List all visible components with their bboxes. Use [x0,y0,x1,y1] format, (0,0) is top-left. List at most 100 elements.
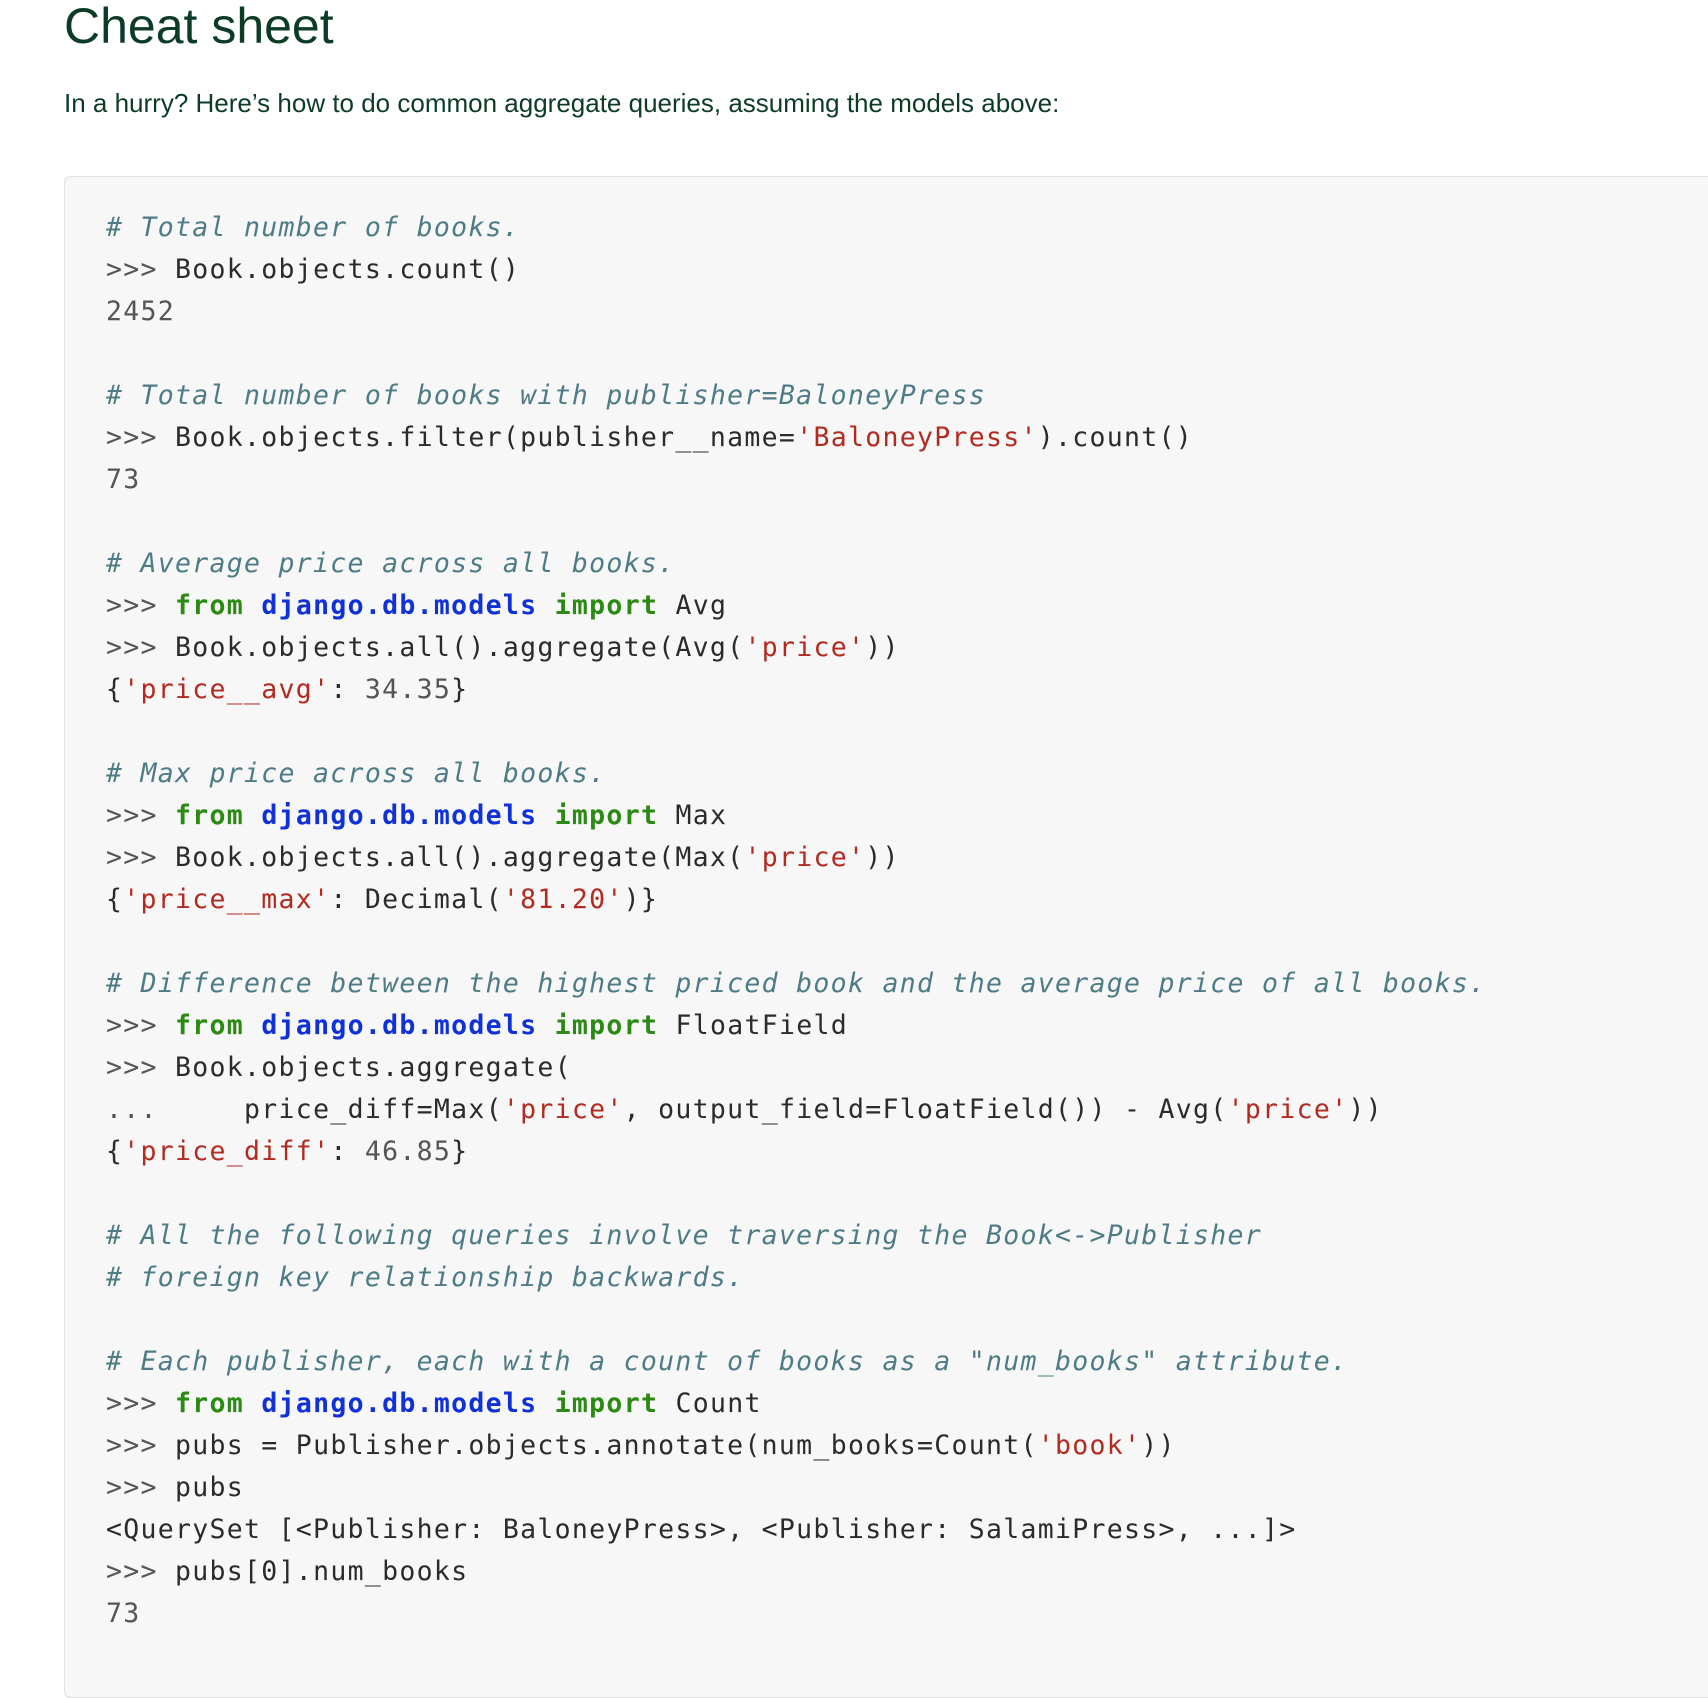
code-text [537,1388,554,1419]
code-comment: # Difference between the highest priced … [106,968,1487,999]
code-line: >>> from django.db.models import Max [106,795,1486,837]
code-string: 'price_diff' [123,1136,331,1167]
code-text [244,800,261,831]
code-keyword: import [554,1388,659,1419]
code-prompt: >>> [106,254,176,285]
code-comment: # Total number of books. [106,212,521,243]
code-string: 'book' [1037,1430,1142,1461]
code-comment: # All the following queries involve trav… [106,1220,1263,1251]
code-prompt: >>> [106,800,176,831]
code-text: Book.objects.filter(publisher__name= [175,422,797,453]
code-string: 'price' [744,632,866,663]
code-keyword: import [554,590,659,621]
code-text: )) [865,632,900,663]
code-keyword: from [175,1010,245,1041]
code-string: 'price' [1227,1094,1349,1125]
code-line: {'price_diff': 46.85} [106,1131,1486,1173]
code-line: >>> Book.objects.aggregate( [106,1047,1486,1089]
code-line: {'price__avg': 34.35} [106,669,1486,711]
code-line: >>> pubs = Publisher.objects.annotate(nu… [106,1425,1486,1467]
code-text: : [330,674,365,705]
code-line [106,333,1486,375]
code-line: # Average price across all books. [106,543,1486,585]
code-prompt: >>> [106,1472,176,1503]
code-text: pubs[0].num_books [175,1556,469,1587]
code-prompt: >>> [106,632,176,663]
code-text: } [451,1136,469,1167]
code-line: ... price_diff=Max('price', output_field… [106,1089,1486,1131]
code-line: >>> Book.objects.filter(publisher__name=… [106,417,1486,459]
code-line: >>> from django.db.models import Count [106,1383,1486,1425]
code-line: # Total number of books. [106,207,1486,249]
code-text: )) [865,842,900,873]
code-keyword: from [175,1388,245,1419]
code-text [244,590,261,621]
code-module: django.db.models [261,1010,538,1041]
code-text: )} [623,884,659,915]
code-string: 'price' [502,1094,624,1125]
code-text [537,1010,554,1041]
code-block [64,176,1708,1698]
code-text: Max [658,800,728,831]
code-text: Avg [658,590,728,621]
code-line [106,921,1486,963]
code-line: <QuerySet [<Publisher: BaloneyPress>, <P… [106,1509,1486,1551]
code-text [537,800,554,831]
code-line: # foreign key relationship backwards. [106,1257,1486,1299]
code-text: )) [1348,1094,1383,1125]
code-line: >>> pubs [106,1467,1486,1509]
code-line [106,501,1486,543]
code-comment: # Each publisher, each with a count of b… [106,1346,1349,1377]
code-line: # All the following queries involve trav… [106,1215,1486,1257]
code-module: django.db.models [261,590,538,621]
code-number: 73 [106,464,141,495]
page-title: Cheat sheet [64,0,334,54]
code-text: price_diff=Max( [244,1094,503,1125]
intro-paragraph: In a hurry? Here’s how to do common aggr… [64,88,1060,118]
code-prompt: >>> [106,1430,176,1461]
code-text [537,590,554,621]
code-prompt: >>> [106,842,176,873]
code-text: { [106,884,124,915]
code-line: 2452 [106,291,1486,333]
code-text: FloatField [658,1010,849,1041]
code-keyword: from [175,590,245,621]
code-comment: # Total number of books with publisher=B… [106,380,986,411]
code-comment: # Max price across all books. [106,758,607,789]
code-comment: # Average price across all books. [106,548,676,579]
code-number: 34.35 [364,674,452,705]
code-line: # Max price across all books. [106,753,1486,795]
code-text: )) [1141,1430,1176,1461]
code-prompt: >>> [106,590,176,621]
code-text: { [106,1136,124,1167]
code-prompt: >>> [106,1010,176,1041]
code-text: : [330,1136,365,1167]
code-text: Book.objects.all().aggregate(Max( [175,842,745,873]
code-string: 'BaloneyPress' [796,422,1038,453]
code-module: django.db.models [261,1388,538,1419]
code-keyword: from [175,800,245,831]
code-text: pubs = Publisher.objects.annotate(num_bo… [175,1430,1038,1461]
code-text: pubs [175,1472,245,1503]
code-text: Book.objects.count() [175,254,521,285]
code-line: >>> pubs[0].num_books [106,1551,1486,1593]
code-number: 73 [106,1598,141,1629]
code-line [106,711,1486,753]
code-text: Book.objects.all().aggregate(Avg( [175,632,745,663]
code-keyword: import [554,800,659,831]
code-line: # Each publisher, each with a count of b… [106,1341,1486,1383]
code-line: # Total number of books with publisher=B… [106,375,1486,417]
code-comment: # foreign key relationship backwards. [106,1262,745,1293]
code-text: Count [658,1388,762,1419]
code-prompt: >>> [106,1052,176,1083]
code-line: # Difference between the highest priced … [106,963,1486,1005]
code-text: : Decimal( [330,884,503,915]
code-text: ).count() [1037,422,1194,453]
code-module: django.db.models [261,800,538,831]
code-line: {'price__max': Decimal('81.20')} [106,879,1486,921]
code-text: } [451,674,469,705]
code-prompt: >>> [106,1388,176,1419]
code-string: 'price__max' [123,884,331,915]
code-line: >>> Book.objects.all().aggregate(Avg('pr… [106,627,1486,669]
code-line: >>> Book.objects.count() [106,249,1486,291]
